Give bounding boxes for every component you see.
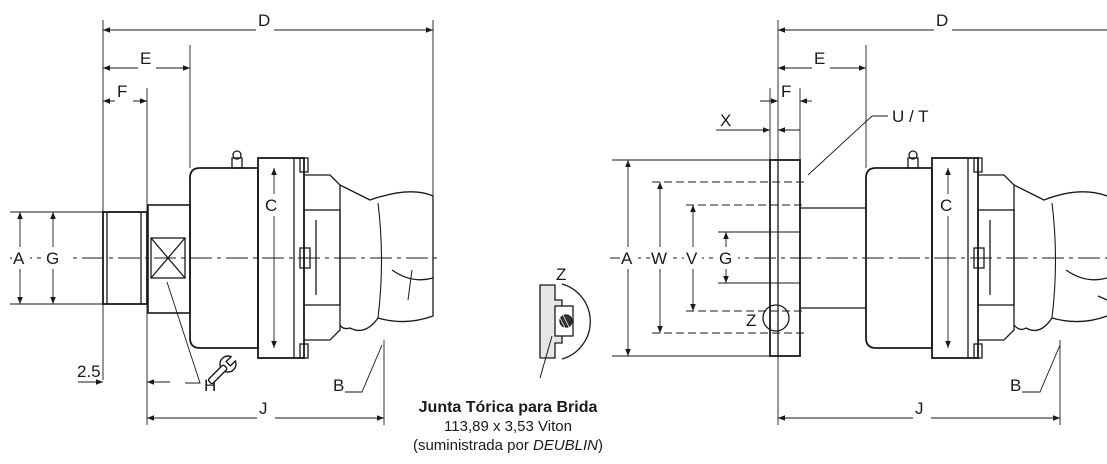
wrench-icon — [207, 355, 237, 385]
caption-title: Junta Tórica para Brida — [418, 399, 598, 416]
dim-label-d: D — [936, 11, 948, 30]
dim-label-g: G — [719, 249, 732, 268]
dim-label-a: A — [13, 249, 25, 268]
dim-label-j: J — [259, 399, 268, 418]
oring-detail — [538, 283, 591, 379]
dim-label-2-5: 2.5 — [77, 362, 101, 381]
dim-label-f: F — [117, 82, 127, 101]
dim-label-z: Z — [746, 311, 756, 330]
dim-label-u-t: U / T — [892, 107, 929, 126]
dim-label-x: X — [720, 111, 731, 130]
dim-label-e: E — [140, 49, 151, 68]
dim-label-a: A — [621, 249, 633, 268]
caption-supplied-prefix: (suministrada por — [412, 437, 533, 454]
dim-label-d: D — [258, 11, 270, 30]
caption-spec: 113,89 x 3,53 Viton — [444, 418, 572, 435]
right-view-labels: D E F X U / T A W V G C Z J B — [621, 11, 1021, 418]
detail-z-label: Z — [556, 265, 566, 284]
dim-label-v: V — [686, 249, 698, 268]
caption-supplier: DEUBLIN — [533, 437, 599, 454]
dim-label-g: G — [46, 249, 59, 268]
caption-supplied: (suministrada por DEUBLIN) — [392, 436, 624, 455]
dim-label-w: W — [651, 249, 667, 268]
dim-label-b: B — [333, 376, 344, 395]
right-view — [610, 20, 1107, 425]
left-view-labels: D E F C A G 2.5 H J B — [13, 11, 344, 418]
caption-supplied-suffix: ) — [598, 437, 604, 454]
dim-label-e: E — [814, 49, 825, 68]
dim-label-j: J — [915, 399, 924, 418]
dim-label-c: C — [940, 196, 952, 215]
dim-label-b: B — [1010, 376, 1021, 395]
dim-label-c: C — [265, 196, 277, 215]
dim-label-f: F — [781, 82, 791, 101]
oring-caption: Junta Tórica para Brida 113,89 x 3,53 Vi… — [392, 398, 624, 455]
